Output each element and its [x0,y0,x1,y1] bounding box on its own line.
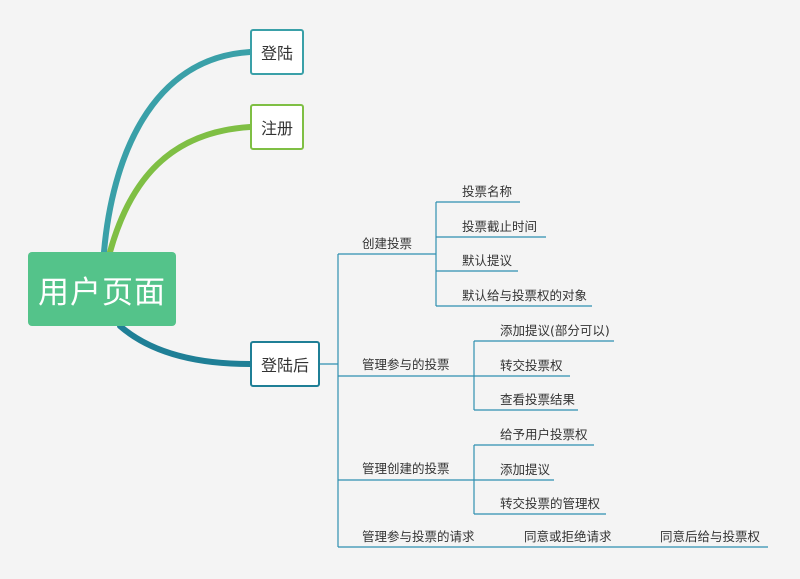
leaf-approve-reject-request[interactable]: 同意或拒绝请求 [524,529,612,544]
leaf-transfer-admin-right[interactable]: 转交投票的管理权 [500,496,601,511]
leaf-default-proposal[interactable]: 默认提议 [462,253,513,268]
root-node[interactable]: 用户页面 [28,252,176,326]
group-create-vote[interactable]: 创建投票 [362,236,413,251]
leaf-grant-vote-right[interactable]: 给予用户投票权 [500,427,588,442]
leaf-vote-name[interactable]: 投票名称 [462,184,513,199]
branch-node-login[interactable]: 登陆 [250,29,304,75]
group-manage-joined[interactable]: 管理参与的投票 [362,357,450,372]
after-login-connectors [320,201,768,548]
leaf-add-proposal[interactable]: 添加提议 [500,462,551,477]
leaf-default-voters[interactable]: 默认给与投票权的对象 [462,288,588,303]
leaf-vote-deadline[interactable]: 投票截止时间 [462,219,538,234]
branch-node-after-login[interactable]: 登陆后 [250,341,320,387]
leaf-grant-after-approve[interactable]: 同意后给与投票权 [660,529,761,544]
group-manage-requests[interactable]: 管理参与投票的请求 [362,529,475,544]
leaf-transfer-vote-right[interactable]: 转交投票权 [500,358,563,373]
group-manage-created[interactable]: 管理创建的投票 [362,461,450,476]
branch-curve-after-login [117,323,253,367]
leaf-add-proposal-partial[interactable]: 添加提议(部分可以) [500,323,610,338]
branch-node-register[interactable]: 注册 [250,104,304,150]
branch-curve-login [101,49,253,255]
leaf-view-results[interactable]: 查看投票结果 [500,392,576,407]
branch-curve-register [107,124,253,255]
